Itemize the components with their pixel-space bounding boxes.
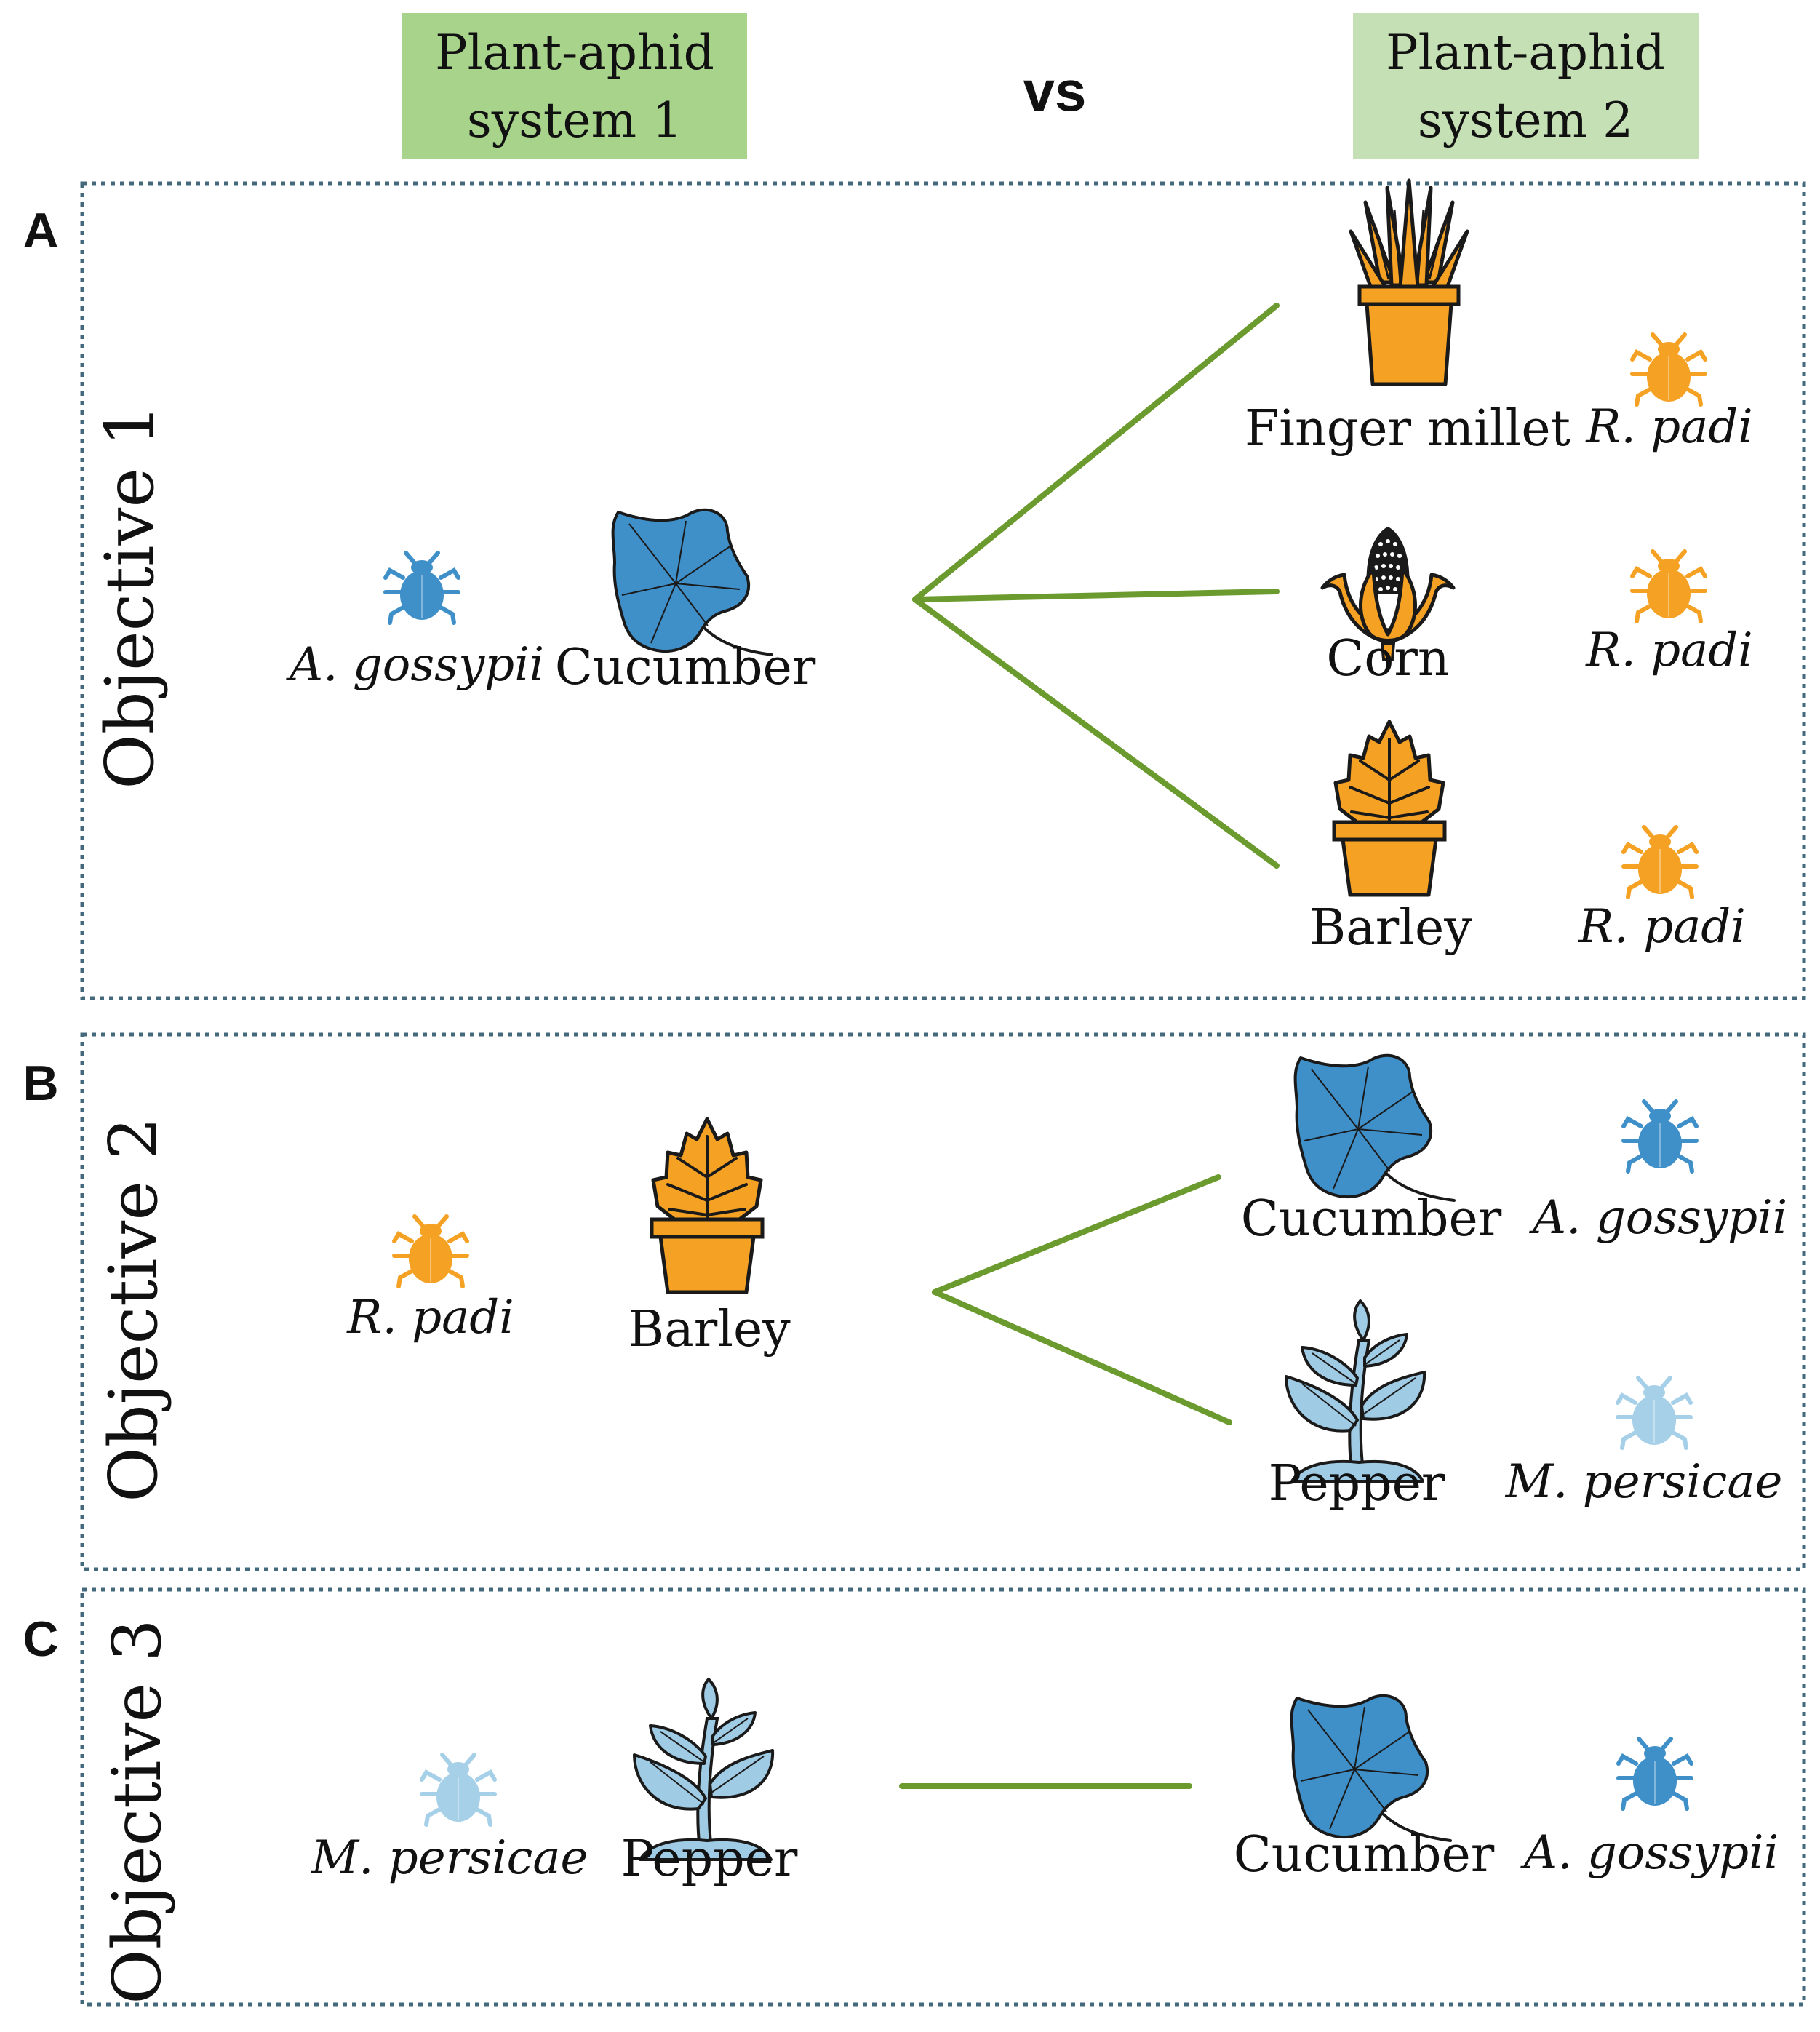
panel-a-system1-aphid-label: A. gossypii xyxy=(286,638,544,692)
system2-header-box xyxy=(1353,13,1699,159)
system1-header-box xyxy=(402,13,747,159)
panel-a-system2-plant2-label: Corn xyxy=(1326,630,1449,688)
panel-a-letter: A xyxy=(23,203,58,258)
panel-b-objective: Objective 2 xyxy=(95,1117,172,1502)
panel-a-connector xyxy=(912,303,1280,869)
panel-c-letter: C xyxy=(23,1611,58,1667)
a-gossypii-aphid-icon xyxy=(1619,1739,1691,1809)
panel-c: C Objective 3 M. persicae Pepper Cucumbe… xyxy=(23,1587,1806,2007)
panel-b-connector xyxy=(932,1174,1232,1425)
system2-header-line1: Plant-aphid xyxy=(1386,25,1665,81)
panel-a-system2-aphid3-label: R. padi xyxy=(1578,900,1745,954)
panel-b: B Objective 2 R. padi Barley Cucumber A.… xyxy=(23,1032,1806,1571)
panel-a-objective: Objective 1 xyxy=(91,404,169,789)
r-padi-aphid-icon xyxy=(1624,827,1696,897)
r-padi-aphid-icon xyxy=(1632,335,1705,405)
panel-a: A Objective 1 A. gossypii Cucumber Finge… xyxy=(23,180,1806,1000)
barley-pot-icon xyxy=(652,1119,762,1292)
panel-b-system2-aphid2-label: M. persicae xyxy=(1505,1455,1783,1509)
a-gossypii-aphid-icon xyxy=(386,553,458,623)
system2-header-line2: system 2 xyxy=(1418,92,1633,148)
panel-b-system2-plant1-label: Cucumber xyxy=(1241,1190,1502,1248)
panel-c-system2-aphid1-label: A. gossypii xyxy=(1520,1826,1779,1880)
panel-c-system2-plant1-label: Cucumber xyxy=(1234,1826,1495,1884)
panel-a-system2-plant3-label: Barley xyxy=(1309,899,1472,957)
barley-pot-icon xyxy=(1334,722,1445,895)
vs-label: vs xyxy=(1023,59,1087,123)
panel-a-system1-plant-label: Cucumber xyxy=(555,639,816,696)
a-gossypii-aphid-icon xyxy=(1624,1101,1696,1171)
finger-millet-pot-icon xyxy=(1351,180,1467,384)
system1-header-line1: Plant-aphid xyxy=(435,25,714,81)
panel-c-system1-plant-label: Pepper xyxy=(621,1830,798,1888)
cucumber-leaf-icon xyxy=(1290,1694,1452,1842)
panel-c-objective: Objective 3 xyxy=(98,1619,176,2004)
panel-b-system1-plant-label: Barley xyxy=(628,1301,791,1358)
system1-header: Plant-aphid system 1 xyxy=(402,13,747,159)
panel-c-frame xyxy=(80,1587,1806,2007)
panel-a-system2-aphid2-label: R. padi xyxy=(1585,623,1752,677)
panel-c-system1-aphid-label: M. persicae xyxy=(311,1831,588,1885)
panel-b-frame xyxy=(80,1032,1806,1571)
system2-header: Plant-aphid system 2 xyxy=(1353,13,1699,159)
m-persicae-aphid-icon xyxy=(422,1755,495,1825)
panel-b-letter: B xyxy=(23,1056,58,1111)
panel-b-system2-plant2-label: Pepper xyxy=(1269,1455,1445,1513)
pepper-seedling-icon xyxy=(1285,1299,1426,1483)
r-padi-aphid-icon xyxy=(1632,551,1705,621)
panel-a-system2-aphid1-label: R. padi xyxy=(1585,400,1752,454)
system1-header-line2: system 1 xyxy=(467,92,682,148)
panel-b-system2-aphid1-label: A. gossypii xyxy=(1529,1191,1787,1245)
r-padi-aphid-icon xyxy=(394,1216,467,1286)
cucumber-leaf-icon xyxy=(1293,1053,1456,1202)
cucumber-leaf-icon xyxy=(611,508,773,656)
panel-b-system1-aphid-label: R. padi xyxy=(346,1291,514,1344)
panel-a-frame xyxy=(80,181,1806,1000)
panel-a-system2-plant1-label: Finger millet xyxy=(1245,400,1570,458)
m-persicae-aphid-icon xyxy=(1618,1378,1691,1448)
